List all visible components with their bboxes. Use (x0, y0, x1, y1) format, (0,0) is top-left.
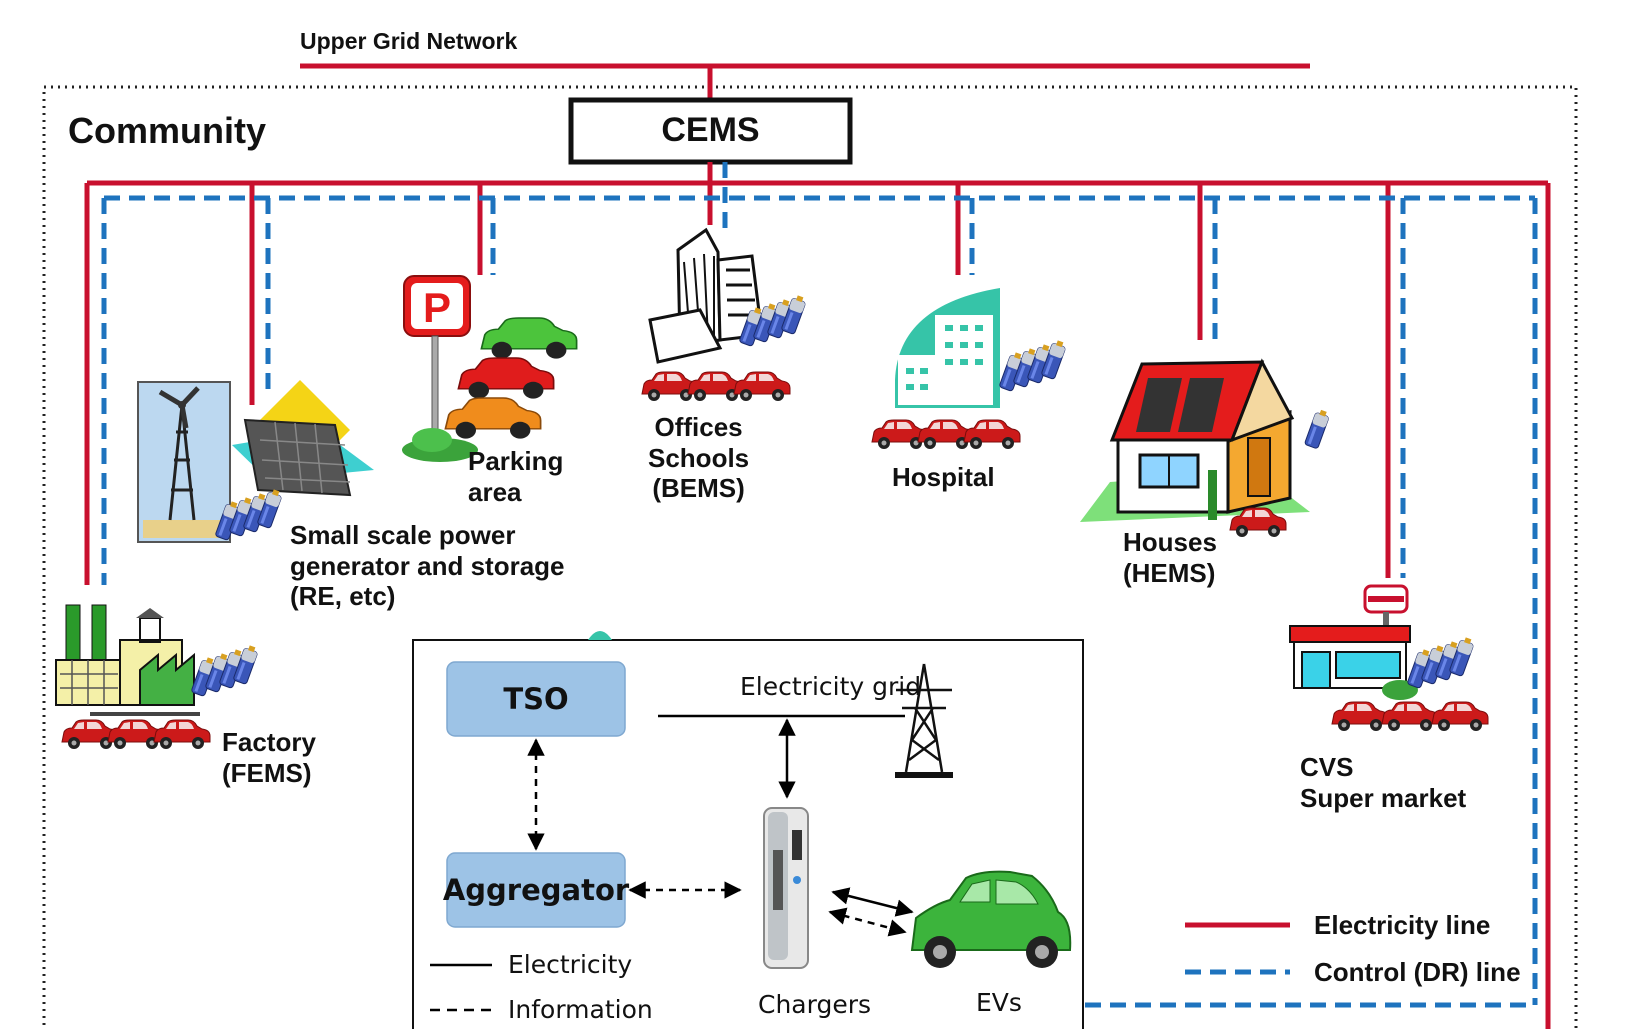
houses-label: Houses (HEMS) (1123, 527, 1217, 588)
houses-line-1: Houses (1123, 527, 1217, 557)
tso-box (446, 661, 626, 737)
battery-icon (999, 339, 1067, 391)
parking-line-2: area (468, 476, 522, 507)
parking-label: Parking area (468, 446, 563, 507)
battery-icon (191, 644, 259, 696)
inset-legend-information-label: Information (508, 995, 653, 1024)
cvs-label: CVS Super market (1300, 752, 1466, 813)
factory-line-1: Factory (222, 727, 316, 757)
chargers-label: Chargers (758, 990, 872, 1019)
aggregator-label: Aggregator (442, 873, 630, 907)
hospital-line-1: Hospital (892, 462, 995, 492)
ev-car-icon (910, 870, 1072, 968)
pylon-icon (895, 663, 953, 778)
offices-label: Offices Schools (BEMS) (648, 412, 749, 504)
cvs-line-1: CVS (1300, 752, 1354, 782)
car-icon (444, 317, 578, 439)
upper-grid-label: Upper Grid Network (300, 28, 518, 54)
offices-line-2: Schools (648, 442, 750, 473)
small-scale-label: Small scale power generator and storage … (290, 520, 565, 612)
store-icon (1289, 584, 1418, 700)
battery-icon (1407, 636, 1475, 688)
battery-icon (1303, 407, 1331, 450)
car-icon (1331, 701, 1489, 732)
parking-line-1: Parking (468, 446, 564, 476)
parking-sign-icon: P (402, 275, 478, 462)
electricity-lines (84, 162, 1551, 1029)
small-scale-line-1: Small scale power (290, 520, 516, 550)
evs-label: EVs (976, 988, 1022, 1017)
car-icon (641, 371, 791, 402)
legend-control-label: Control (DR) line (1314, 957, 1521, 987)
cems-box (568, 97, 853, 165)
small-scale-line-2: generator and storage (290, 550, 565, 581)
charger-icon (763, 807, 809, 969)
building-icon (648, 227, 764, 364)
car-icon (871, 419, 1021, 450)
house-icon (1080, 358, 1310, 522)
community-label: Community (68, 110, 266, 151)
inset-legend-electricity-label: Electricity (508, 950, 633, 979)
aggregator-box (446, 852, 626, 928)
legend-electricity-label: Electricity line (1314, 910, 1491, 940)
svg-text:P: P (423, 284, 451, 331)
offices-line-1: Offices (654, 412, 743, 442)
wind-turbine-icon (137, 381, 231, 543)
solar-panel-icon (232, 380, 374, 497)
small-scale-line-3: (RE, etc) (290, 581, 396, 612)
factory-icon (55, 604, 200, 716)
factory-label: Factory (FEMS) (222, 727, 316, 788)
tso-label: TSO (503, 682, 569, 716)
cems-label: CEMS (661, 111, 760, 149)
car-icon (61, 719, 211, 750)
electricity-grid-label: Electricity grid (740, 672, 922, 701)
control-lines (101, 162, 1538, 1008)
houses-line-2: (HEMS) (1123, 557, 1216, 588)
factory-line-2: (FEMS) (222, 757, 312, 788)
hospital-label: Hospital (892, 462, 995, 493)
offices-line-3: (BEMS) (652, 473, 745, 504)
hospital-icon (895, 288, 1000, 408)
cvs-line-2: Super market (1300, 782, 1467, 813)
